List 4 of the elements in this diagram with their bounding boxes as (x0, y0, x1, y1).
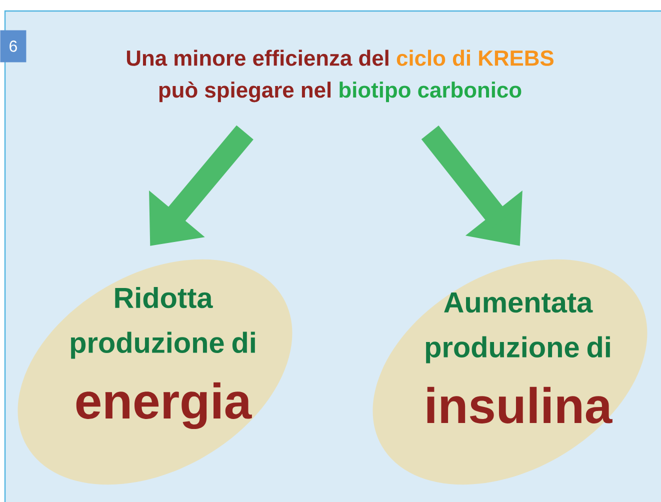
heading: Una minore efficienza del ciclo di KREBS può spiegare nel biotipo carbonico (126, 50, 554, 102)
tab: 6 (0, 30, 26, 62)
result-text: Aumentata produzione di insulina (426, 292, 612, 424)
result-text: Ridotta produzione di energia (71, 286, 255, 430)
